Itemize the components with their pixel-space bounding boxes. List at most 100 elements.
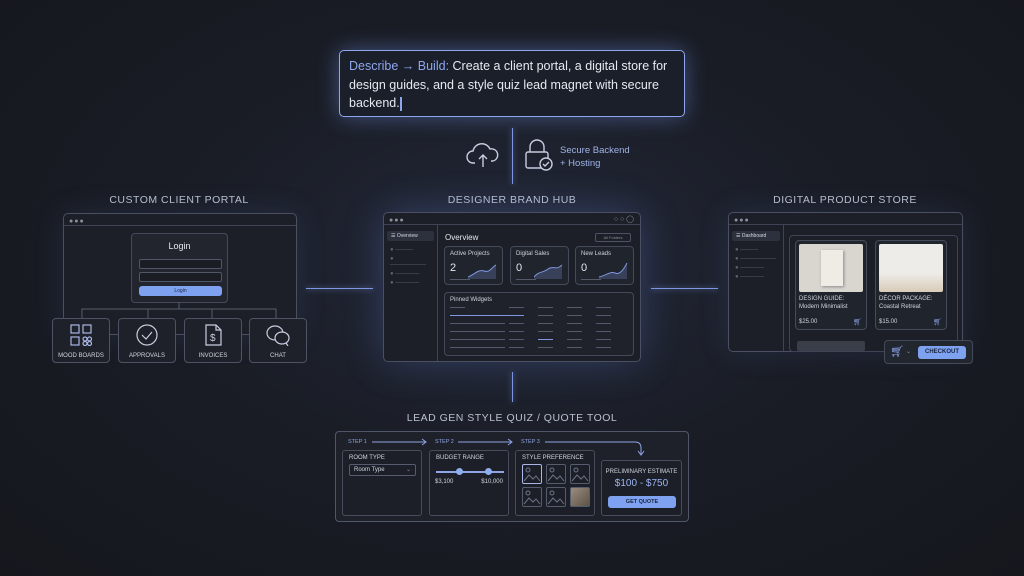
widget-bar — [596, 307, 611, 308]
store-content — [789, 235, 958, 352]
product-name: DESIGN GUIDE: — [799, 296, 845, 302]
tile-label: APPROVALS — [129, 353, 165, 359]
stat-label: New Leads — [581, 251, 612, 257]
widget-bar — [596, 315, 611, 316]
image-icon — [523, 490, 541, 505]
widget-bar — [596, 347, 611, 348]
product-card[interactable]: DESIGN GUIDE: Modern Minimalist $25.00 🛒︎ — [795, 240, 867, 330]
sidebar-item-dashboard[interactable]: ☰ Dashboard — [732, 231, 780, 241]
style-image-option[interactable] — [522, 464, 542, 484]
image-icon — [523, 467, 541, 482]
widget-bar — [567, 307, 582, 308]
widget-bar — [450, 339, 505, 340]
sidebar-item-overview[interactable]: ☰ Overview — [387, 231, 434, 241]
tile-label: MOOD BOARDS — [58, 353, 104, 359]
style-photo-option[interactable] — [570, 487, 590, 507]
product-image-guide — [799, 244, 863, 292]
style-label: STYLE PREFERENCE — [522, 455, 584, 461]
svg-text:$: $ — [210, 333, 216, 344]
portal-tree-lines — [81, 302, 277, 318]
product-placeholder — [797, 341, 865, 351]
product-price: $25.00 — [799, 319, 818, 325]
style-image-option[interactable] — [570, 464, 590, 484]
widget-bar — [567, 323, 582, 324]
budget-slider-track[interactable] — [436, 471, 504, 473]
image-icon — [547, 467, 565, 482]
tile-label: INVOICES — [198, 353, 228, 359]
folder-filter[interactable]: All Folders — [595, 233, 631, 242]
store-sidebar: ☰ Dashboard ● ———● ——————● ————● ———— — [729, 225, 784, 351]
chat-icon — [266, 325, 290, 347]
login-button[interactable]: Login — [139, 286, 222, 296]
connector-top — [512, 128, 513, 184]
room-type-select[interactable]: Room Type⌄ — [349, 464, 416, 476]
sparkline — [468, 264, 497, 279]
chevron-down-icon: ⌄ — [405, 467, 411, 473]
section-title-store: DIGITAL PRODUCT STORE — [773, 194, 917, 206]
lock-check-icon — [525, 139, 553, 171]
budget-slider-max-handle[interactable] — [485, 468, 492, 475]
widgets-title: Pinned Widgets — [450, 297, 493, 303]
sparkline — [534, 264, 563, 279]
product-subtitle: Modern Minimalist — [799, 304, 848, 310]
tile-approvals[interactable]: APPROVALS — [118, 318, 176, 363]
checkout-button[interactable]: CHECKOUT — [918, 346, 966, 359]
hosting-line1: Secure Backend — [560, 145, 630, 156]
style-image-option[interactable] — [546, 487, 566, 507]
budget-max: $10,000 — [481, 479, 503, 485]
widget-bar — [596, 339, 611, 340]
stat-value: 2 — [450, 262, 457, 274]
widget-bar — [596, 331, 611, 332]
step-1-label: STEP 1 — [348, 439, 367, 445]
tile-invoices[interactable]: $ INVOICES — [184, 318, 242, 363]
widget-bar — [567, 315, 582, 316]
hub-title: Overview — [445, 233, 479, 242]
sidebar-label: Dashboard — [741, 233, 767, 239]
grid-icon — [70, 324, 93, 347]
budget-slider-min-handle[interactable] — [456, 468, 463, 475]
password-field[interactable] — [139, 272, 222, 282]
window-controls[interactable]: ○ ○ ◯ — [613, 216, 634, 223]
widget-bar — [538, 331, 553, 332]
get-quote-button[interactable]: GET QUOTE — [608, 496, 676, 508]
username-field[interactable] — [139, 259, 222, 269]
step-arrows — [372, 438, 645, 456]
room-type-step: ROOM TYPE Room Type⌄ — [342, 450, 422, 516]
widget-bar — [538, 323, 553, 324]
product-image-coastal — [879, 244, 943, 292]
budget-min: $3,100 — [435, 479, 454, 485]
estimate-value: $100 - $750 — [614, 478, 669, 489]
widget-bar — [509, 315, 524, 316]
login-title: Login — [168, 241, 191, 251]
tile-mood-boards[interactable]: MOOD BOARDS — [52, 318, 110, 363]
style-image-option[interactable] — [546, 464, 566, 484]
section-title-hub: DESIGNER BRAND HUB — [447, 194, 577, 206]
connector-bottom — [512, 372, 513, 402]
chevron-down-icon[interactable]: ⌄ — [906, 349, 912, 355]
hosting-line2: + Hosting — [560, 158, 601, 169]
text-cursor — [399, 96, 402, 111]
tile-chat[interactable]: CHAT — [249, 318, 307, 363]
widget-bar — [450, 347, 505, 348]
cart-icon[interactable]: 🛒︎ — [853, 319, 862, 326]
image-icon — [547, 490, 565, 505]
connector-left — [306, 288, 373, 289]
style-image-option[interactable] — [522, 487, 542, 507]
sparkline — [599, 263, 628, 279]
prompt-box[interactable]: Describe → Build: Create a client portal… — [339, 50, 685, 117]
window-dots: ●●● — [734, 217, 750, 224]
widget-bar — [509, 331, 524, 332]
cart-icon[interactable]: 🛒︎ — [933, 319, 942, 326]
product-subtitle: Coastal Retreat — [879, 304, 921, 310]
step-3-label: STEP 3 — [521, 439, 540, 445]
widget-bar — [567, 331, 582, 332]
room-type-label: ROOM TYPE — [349, 455, 385, 461]
check-circle-icon — [136, 324, 158, 346]
product-card[interactable]: DÉCOR PACKAGE:Coastal Retreat $15.00 🛒︎ — [875, 240, 947, 330]
cart-icon[interactable]: 🛒︎ — [890, 346, 904, 358]
widget-bar — [538, 347, 553, 348]
stat-value: 0 — [516, 262, 523, 274]
